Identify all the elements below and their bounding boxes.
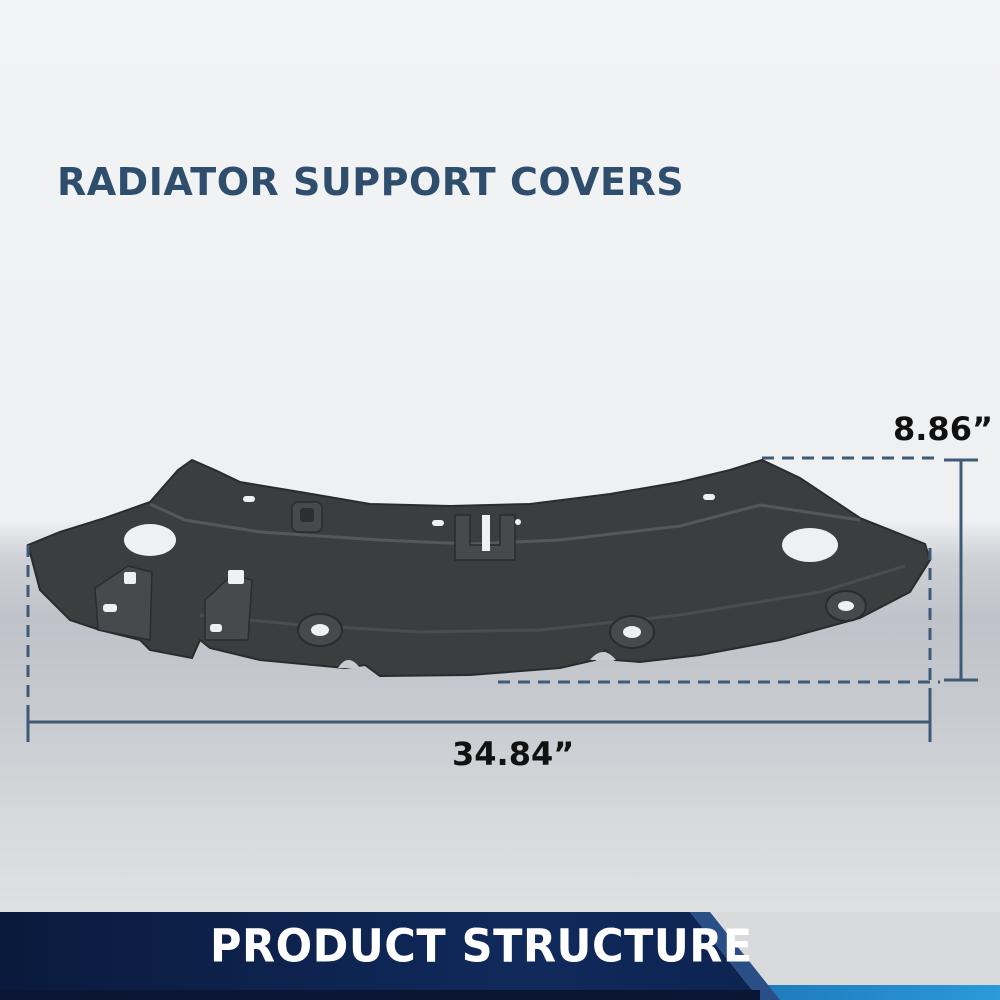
radiator-support-cover-part: [26, 458, 932, 678]
height-dimension-label: 8.86”: [893, 410, 993, 448]
height-dimension: [498, 456, 978, 684]
width-dimension-label: 34.84”: [452, 735, 575, 773]
width-dimension: [26, 545, 932, 742]
banner-title: PRODUCT STRUCTURE: [210, 920, 753, 974]
product-title: RADIATOR SUPPORT COVERS: [57, 160, 685, 204]
